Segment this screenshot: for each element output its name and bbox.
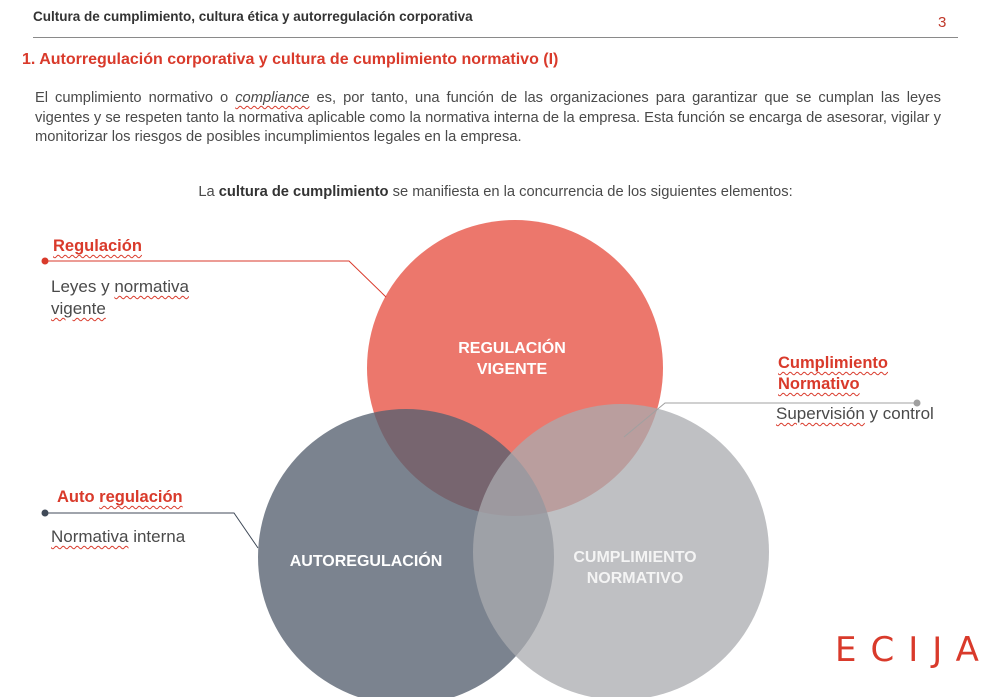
intro-paragraph: El cumplimiento normativo o compliance e…: [35, 89, 941, 148]
section-title: 1. Autorregulación corporativa y cultura…: [22, 51, 559, 68]
page-number: 3: [938, 14, 947, 31]
lead-prefix: La: [198, 184, 219, 200]
callout-regulacion-word2: normativa: [114, 277, 189, 296]
connector-regulacion: [45, 260, 387, 298]
callout-regulacion-word3: vigente: [51, 299, 106, 318]
intro-text-after: es, por tanto, una función de las organi…: [35, 90, 941, 145]
callout-autoregulacion-title-word2: regulación: [99, 488, 183, 506]
lead-suffix: se manifiesta en la concurrencia de los …: [388, 184, 793, 200]
header-title: Cultura de cumplimiento, cultura ética y…: [33, 9, 473, 24]
circle-label-autoregulacion: AUTOREGULACIÓN: [271, 551, 461, 572]
circle-label-cumplimiento-line2: NORMATIVO: [586, 570, 684, 587]
callout-regulacion-rest: y: [96, 277, 115, 296]
header-rule: [33, 37, 958, 38]
callout-autoregulacion-rest: interna: [128, 527, 186, 546]
connector-autoregulacion: [45, 512, 259, 549]
circle-label-regulacion: REGULACIÓN VIGENTE: [422, 338, 602, 380]
callout-cumplimiento-rest: y control: [864, 404, 934, 423]
callout-regulacion-desc: Leyes y normativa vigente: [51, 276, 251, 320]
connector-cumplimiento: [623, 402, 917, 438]
intro-text-before: El cumplimiento normativo o: [35, 90, 236, 106]
circle-label-regulacion-line1: REGULACIÓN: [458, 340, 566, 357]
dot-autoregulacion: [41, 509, 49, 517]
callout-autoregulacion-desc: Normativa interna: [51, 526, 185, 548]
dot-regulacion: [41, 257, 49, 265]
callout-regulacion-word1: Leyes: [51, 277, 97, 296]
callout-cumplimiento-title-line2: Normativo: [778, 375, 860, 393]
callout-autoregulacion-title-word1: Auto: [57, 488, 95, 506]
circle-label-autoregulacion-line1: AUTOREGULACIÓN: [289, 553, 443, 570]
circle-cumplimiento: [473, 404, 769, 697]
callout-regulacion-title: Regulación: [53, 237, 142, 255]
lead-bold: cultura de cumplimiento: [218, 184, 389, 200]
callout-cumplimiento-word1: Supervisión: [776, 404, 865, 423]
ecija-logo: ECIJA: [835, 630, 991, 670]
callout-autoregulacion-title: Auto regulación: [57, 487, 183, 508]
callout-cumplimiento-desc: Supervisión y control: [776, 403, 934, 425]
lead-sentence: La cultura de cumplimiento se manifiesta…: [0, 184, 991, 200]
circle-label-regulacion-line2: VIGENTE: [476, 361, 548, 378]
callout-autoregulacion-word1: Normativa: [51, 527, 129, 546]
circle-autoregulacion: [258, 409, 554, 697]
callout-cumplimiento-title-line1: Cumplimiento: [778, 354, 888, 372]
circle-label-cumplimiento: CUMPLIMIENTO NORMATIVO: [540, 547, 730, 589]
intro-emphasis: compliance: [235, 90, 310, 106]
circle-label-cumplimiento-line1: CUMPLIMIENTO: [573, 549, 697, 566]
dot-cumplimiento: [913, 399, 921, 407]
